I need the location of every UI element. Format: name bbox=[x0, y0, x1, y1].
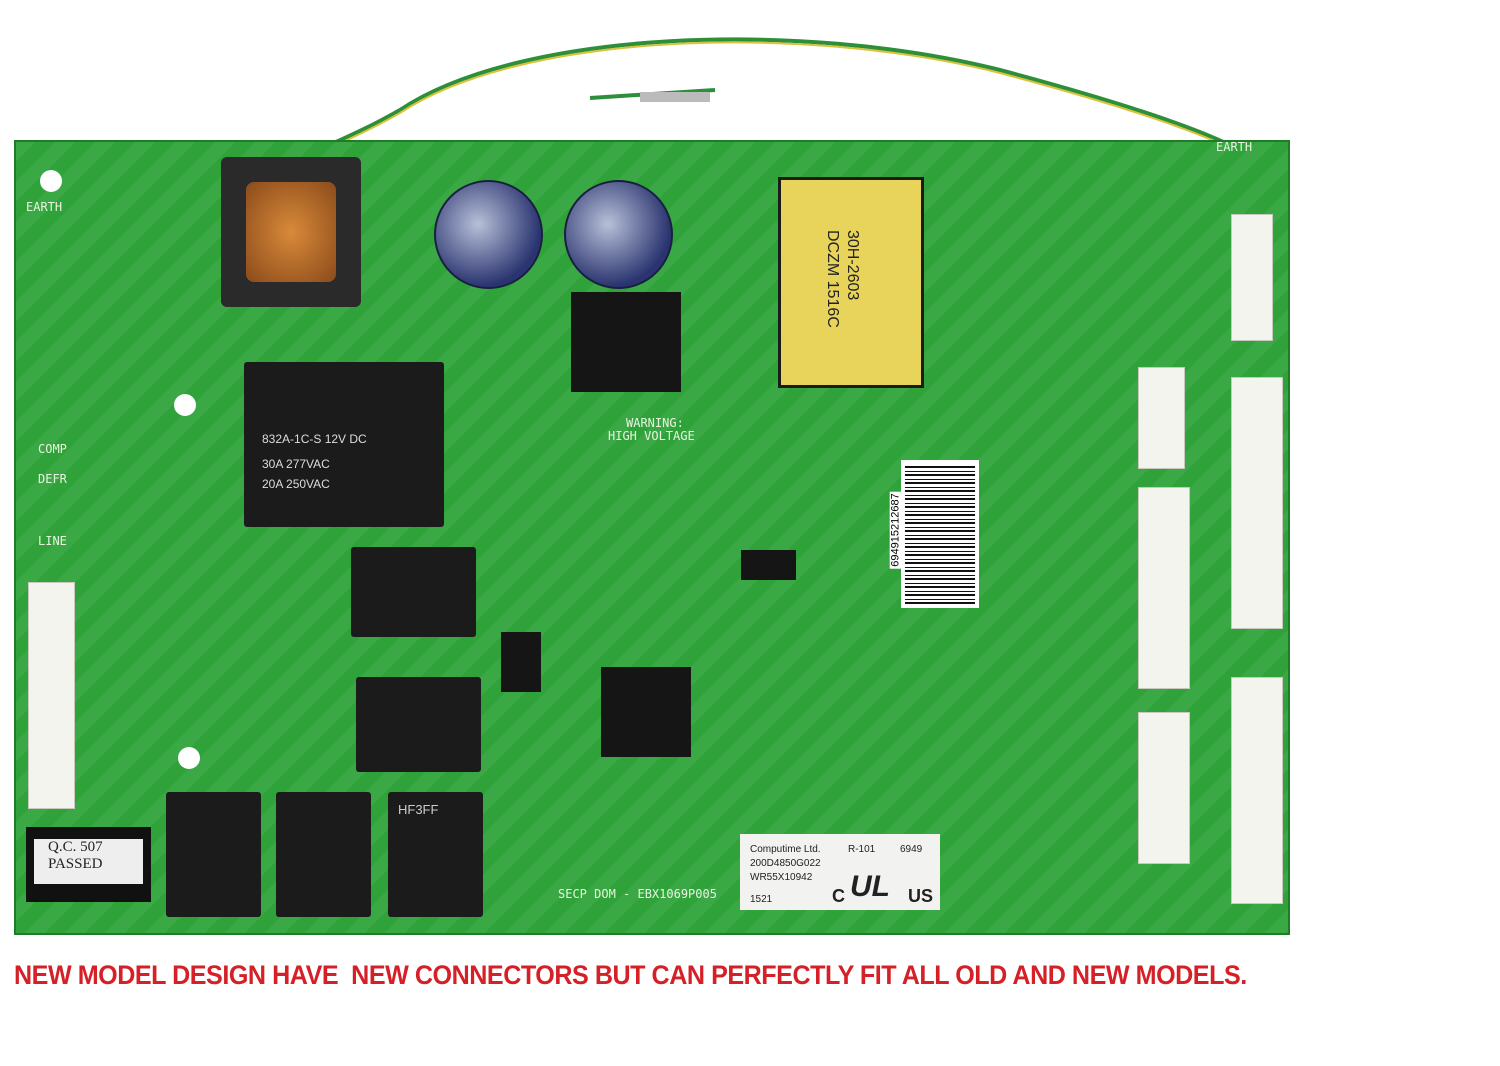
barcode-number: 694915212687 bbox=[889, 491, 902, 569]
heatsink bbox=[571, 292, 681, 392]
control-board: 30H-2603 DCZM 1516C 832A-1C-S 12V DC 30A… bbox=[14, 140, 1290, 935]
caption: NEW MODEL DESIGN HAVE NEW CONNECTORS BUT… bbox=[14, 960, 1247, 990]
part-number-label: SECP DOM - EBX1069P005 bbox=[558, 887, 717, 901]
mount-hole bbox=[178, 747, 200, 769]
transformer: 30H-2603 DCZM 1516C bbox=[778, 177, 924, 388]
inductor bbox=[221, 157, 361, 307]
cert-c: C bbox=[832, 886, 845, 906]
high-voltage-label: HIGH VOLTAGE bbox=[608, 429, 695, 443]
relay bbox=[356, 677, 481, 772]
mount-hole bbox=[174, 394, 196, 416]
earth-label-left: EARTH bbox=[26, 200, 63, 214]
main-relay: 832A-1C-S 12V DC 30A 277VAC 20A 250VAC bbox=[244, 362, 444, 527]
product-label: Computime Ltd. R-101 6949 200D4850G022 W… bbox=[740, 834, 940, 910]
microcontroller bbox=[601, 667, 691, 757]
qc-text: Q.C. 507 bbox=[48, 839, 103, 855]
label-rev: R-101 bbox=[848, 844, 876, 855]
label-date: 1521 bbox=[750, 894, 773, 905]
line-label: LINE bbox=[38, 534, 67, 548]
mount-hole bbox=[40, 170, 62, 192]
label-part: 200D4850G022 bbox=[750, 858, 821, 869]
transformer-label-2: DCZM 1516C bbox=[824, 230, 841, 328]
label-maker: Computime Ltd. bbox=[750, 844, 821, 855]
label-code: 6949 bbox=[900, 844, 923, 855]
connector-j14 bbox=[1138, 367, 1185, 469]
relay-text-1: 832A-1C-S 12V DC bbox=[262, 432, 367, 446]
transformer-label-1: 30H-2603 bbox=[844, 230, 861, 301]
ic-chip bbox=[741, 550, 796, 580]
relay-text-2: 30A 277VAC bbox=[262, 457, 330, 471]
connector-j2 bbox=[1138, 487, 1190, 689]
defr-label: DEFR bbox=[38, 472, 67, 486]
qc-passed: PASSED bbox=[48, 856, 103, 872]
earth-label-right: EARTH bbox=[1216, 140, 1253, 154]
relay-text-3: 20A 250VAC bbox=[262, 477, 330, 491]
qc-sticker: Q.C. 507 PASSED bbox=[26, 827, 151, 902]
relay bbox=[276, 792, 371, 917]
ic-chip bbox=[501, 632, 541, 692]
relay-model: HF3FF bbox=[398, 802, 439, 817]
connector-j3 bbox=[1231, 377, 1283, 629]
connector-j1 bbox=[1231, 677, 1283, 904]
cert-us: US bbox=[908, 886, 934, 906]
barcode-sticker: 694915212687 bbox=[889, 460, 979, 608]
label-model: WR55X10942 bbox=[750, 872, 813, 883]
relay bbox=[166, 792, 261, 917]
connector-j4 bbox=[1231, 214, 1273, 341]
capacitor bbox=[564, 180, 673, 289]
connector-j7 bbox=[28, 582, 75, 809]
warning-label: WARNING: bbox=[626, 416, 684, 430]
ul-logo-icon: UL bbox=[850, 870, 890, 903]
capacitor bbox=[434, 180, 543, 289]
connector-j5 bbox=[1138, 712, 1190, 864]
relay bbox=[351, 547, 476, 637]
comp-label: COMP bbox=[38, 442, 67, 456]
relay: HF3FF bbox=[388, 792, 483, 917]
